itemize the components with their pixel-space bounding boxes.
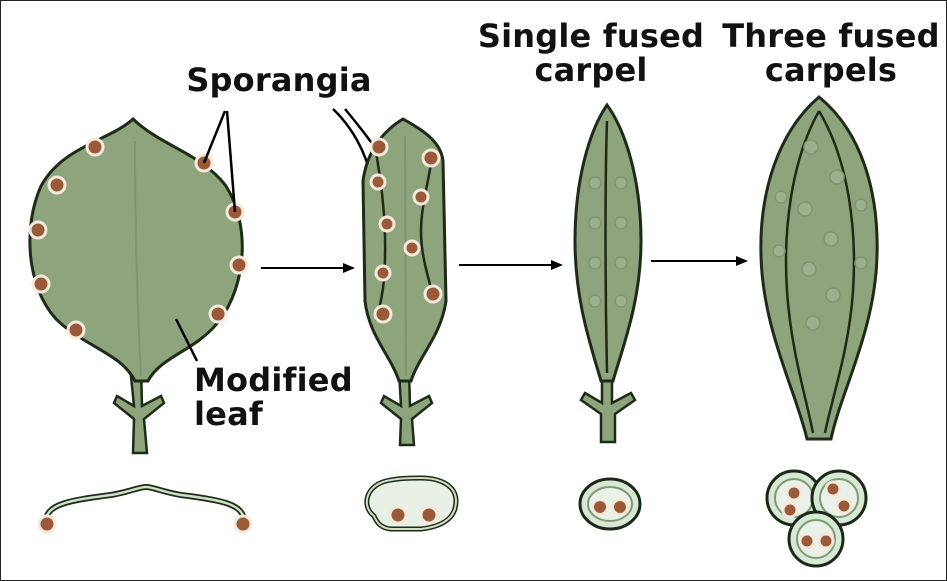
- sporangium: [231, 257, 247, 273]
- modified-leaf-label-line1: Modified: [194, 363, 374, 397]
- modified-leaf-label: Modified leaf: [194, 363, 374, 431]
- ovule: [855, 199, 867, 211]
- ovule: [855, 257, 867, 269]
- sporangium: [837, 499, 851, 513]
- sporangium: [819, 534, 833, 548]
- sporangium: [593, 500, 608, 515]
- ovule: [615, 217, 627, 229]
- sporangium: [371, 139, 387, 155]
- sporangium: [49, 177, 65, 193]
- carpel-1-cross-section: [580, 479, 640, 529]
- three-fused-carpels-label: Three fused carpels: [717, 19, 945, 87]
- sporangium: [421, 507, 437, 523]
- ovule: [589, 295, 601, 307]
- sporangium: [380, 217, 394, 231]
- sporangium: [235, 516, 251, 532]
- sporangium: [30, 222, 46, 238]
- sporangium: [33, 276, 49, 292]
- ovule: [798, 202, 812, 216]
- ovule: [824, 232, 838, 246]
- single-fused-carpel-label: Single fused carpel: [471, 19, 711, 87]
- sporangium: [783, 503, 797, 517]
- sporangium: [414, 190, 428, 204]
- modified-leaf-stage: [30, 119, 251, 532]
- single-fused-label-line1: Single fused: [471, 19, 711, 53]
- sporangium: [405, 241, 419, 255]
- sporangium: [787, 486, 801, 500]
- ovule: [804, 140, 818, 154]
- ovule: [826, 288, 840, 302]
- sporangium: [800, 534, 814, 548]
- ovule: [615, 177, 627, 189]
- ovule: [589, 177, 601, 189]
- three-fused-label-line2: carpels: [717, 53, 945, 87]
- single-carpel-stage: [575, 105, 641, 529]
- sporangia-label: Sporangia: [179, 63, 379, 97]
- three-fused-label-line1: Three fused: [717, 19, 945, 53]
- ovule: [830, 170, 844, 184]
- ovule: [773, 245, 785, 257]
- sporangium: [376, 266, 390, 280]
- ovule: [615, 295, 627, 307]
- ovule: [615, 257, 627, 269]
- three-carpels-stage: [761, 97, 877, 566]
- sporangium: [423, 150, 439, 166]
- ovule: [589, 257, 601, 269]
- sporangium: [371, 175, 385, 189]
- sporangium: [210, 306, 226, 322]
- leaf-1-cross-section: [39, 487, 251, 532]
- sporangium: [390, 507, 406, 523]
- ovule: [802, 262, 816, 276]
- sporangium: [826, 482, 840, 496]
- folding-leaf-stage: [363, 119, 456, 529]
- sporangium: [39, 516, 55, 532]
- carpels-3-cross-section: [767, 471, 866, 566]
- ovule: [806, 316, 820, 330]
- sporangium: [425, 286, 441, 302]
- sporangium: [68, 322, 84, 338]
- sporangium: [375, 306, 391, 322]
- modified-leaf-label-line2: leaf: [194, 397, 374, 431]
- single-fused-label-line2: carpel: [471, 53, 711, 87]
- ovule: [775, 191, 787, 203]
- carpel-1-body: [575, 105, 641, 381]
- sporangium: [87, 139, 103, 155]
- ovule: [589, 217, 601, 229]
- leaf-2-midrib: [405, 136, 406, 376]
- sporangium: [613, 500, 628, 515]
- leaf-2-cross-section: [367, 478, 456, 529]
